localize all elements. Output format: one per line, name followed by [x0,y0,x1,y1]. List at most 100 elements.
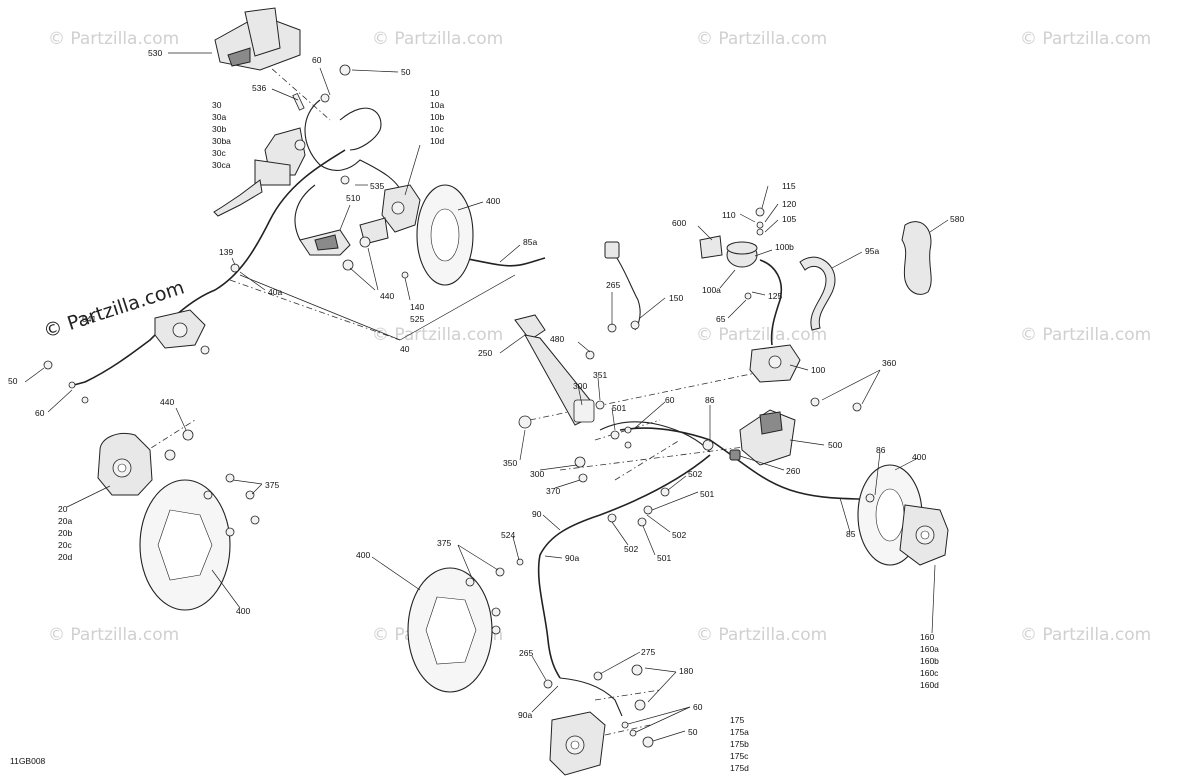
caliper-175 [549,711,606,776]
watermark: © Partzilla.com [48,625,179,645]
fasteners [43,64,875,748]
part-label: 60 [35,408,45,418]
part-label: 400 [236,606,250,616]
part-label: 50 [688,727,698,737]
part-label: 85 [846,529,856,539]
part-label: 90a [565,553,579,563]
part-label: 502 [688,469,702,479]
part-label: 30b [212,124,226,134]
part-label: 360 [882,358,896,368]
part-label: 175c [730,751,749,761]
part-label: 501 [657,553,671,563]
centerline [229,279,401,341]
part-label: 502 [624,544,638,554]
part-label: 30ca [212,160,231,170]
part-label: 100a [702,285,721,295]
part-label: 20b [58,528,72,538]
part-label: 502 [672,530,686,540]
part-label: 30 [212,100,222,110]
centerline [604,724,651,736]
part-label: 30a [212,112,226,122]
part-label: 300 [573,381,587,391]
centerline [594,419,661,441]
watermark: © Partzilla.com [1020,325,1151,345]
centerline [594,689,661,701]
watermark: © Partzilla.com [696,325,827,345]
part-label: 30ba [212,136,231,146]
part-label: 86 [705,395,715,405]
part-label: 160d [920,680,939,690]
part-label: 150 [669,293,683,303]
part-label: 115 [782,181,796,191]
part-label: 525 [410,314,424,324]
part-label: 480 [550,334,564,344]
caliper-20 [97,433,153,496]
part-label: 375 [265,480,279,490]
part-label: 40 [400,344,410,354]
part-label: 160a [920,644,939,654]
watermark: © Partzilla.com [696,29,827,49]
part-label: 20a [58,516,72,526]
part-label: 20 [58,504,68,514]
part-label: 65 [716,314,726,324]
part-label: 40a [268,287,282,297]
brake-pedal-250 [514,314,595,426]
part-label: 160 [920,632,934,642]
part-label: 20c [58,540,72,550]
part-label: 100 [811,365,825,375]
part-label: 440 [160,397,174,407]
brake-disc-400-top [416,184,474,286]
part-label: 86 [876,445,886,455]
part-label: 60 [312,55,322,65]
brake-line-40 [69,149,346,387]
part-label: 95a [865,246,879,256]
part-label: 20d [58,552,72,562]
part-label: 175d [730,763,749,773]
part-label: 440 [380,291,394,301]
part-label: 300 [530,469,544,479]
centerlines [139,59,771,736]
part-label: 105 [782,214,796,224]
part-label: 175 [730,715,744,725]
part-label: 600 [672,218,686,228]
part-label: 510 [346,193,360,203]
sensor-wire-150 [614,254,641,331]
watermark: © Partzilla.com [1020,29,1151,49]
brake-line-junction [599,421,711,453]
watermark: © Partzilla.com [372,325,503,345]
reservoir-100b [726,241,758,268]
part-label: 60 [665,395,675,405]
centerline [614,439,681,481]
part-label: 535 [370,181,384,191]
diagram-code: 11GB008 [10,756,46,766]
part-label: 50 [8,376,18,386]
brake-disc-400-center [407,567,493,693]
brake-line-90a [559,677,623,717]
part-label: 30c [212,148,226,158]
part-label: 370 [546,486,560,496]
part-label: 400 [486,196,500,206]
brake-lines [69,99,881,717]
brake-line-loop [304,99,406,201]
part-label: 260 [786,466,800,476]
part-label: 50 [401,67,411,77]
sensor-150 [604,241,640,330]
watermark: © Partzilla.com [372,29,503,49]
brake-line-10 [339,107,382,151]
part-label: 400 [912,452,926,462]
bracket-530 [214,7,301,71]
part-label: 140 [410,302,424,312]
centerline [559,444,761,471]
part-label: 110 [722,210,736,220]
part-label: 90a [518,710,532,720]
part-label: 536 [252,83,266,93]
master-cylinder-100 [749,344,801,383]
pedal-bracket-500 [739,409,796,466]
parts [43,7,949,776]
master-cylinder-30 [213,127,306,217]
part-label: 120 [782,199,796,209]
clip-260 [729,449,741,461]
centerline [139,419,196,456]
hose-95a [799,256,836,331]
brake-line-90 [537,454,711,679]
